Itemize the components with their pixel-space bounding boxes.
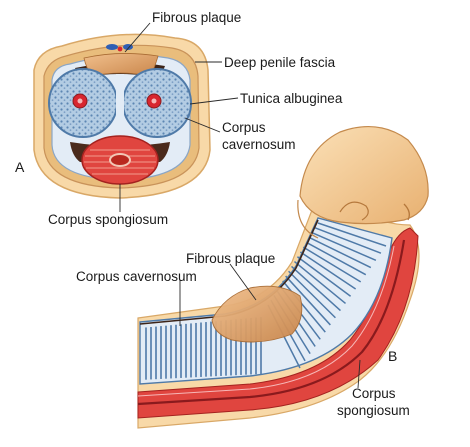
meatus: [403, 203, 410, 221]
striation-line: [311, 231, 377, 262]
dorsal-vessel: [106, 44, 118, 50]
cavernous-artery-lumen: [77, 98, 83, 104]
panel-b-leaders: [179, 263, 361, 389]
lateral-view-diagram: [137, 126, 429, 429]
striation-line: [305, 241, 367, 276]
septum: [116, 74, 124, 136]
glans-fold: [339, 201, 369, 221]
label-fibrous-plaque-b: Fibrous plaque: [186, 251, 275, 266]
label-tunica-albuginea: Tunica albuginea: [240, 91, 343, 106]
panel-letter-a: A: [15, 159, 25, 175]
striation-line: [288, 270, 336, 319]
striation-line: [291, 265, 341, 312]
cross-section-diagram: [33, 33, 211, 199]
corpus-spongiosum-lateral: [137, 227, 419, 419]
panel-a-leaders: [119, 22, 239, 212]
striation-line: [302, 246, 362, 283]
urethra-lateral: [137, 239, 406, 406]
cavernous-artery-lumen: [151, 98, 157, 104]
label-corpus-spongiosum-b-line2: spongiosum: [337, 403, 410, 418]
label-corpus-cavernosum-a-line1: Corpus: [222, 120, 266, 135]
label-corpus-cavernosum-b: Corpus cavernosum: [76, 269, 197, 284]
striation-line: [282, 280, 326, 333]
coronal-rim: [297, 199, 319, 239]
striation-line: [285, 275, 331, 326]
glans: [299, 126, 429, 225]
urethra: [109, 153, 131, 167]
striation-line: [299, 251, 357, 290]
striation-line: [314, 227, 382, 254]
dorsal-vessel: [117, 46, 123, 52]
striation-line: [296, 256, 352, 297]
fibrous-plaque-lateral: [211, 285, 303, 343]
striation-line: [293, 261, 347, 304]
striation-line: [317, 222, 387, 247]
striation-line: [308, 236, 372, 269]
label-corpus-cavernosum-a-line2: cavernosum: [222, 137, 296, 152]
label-corpus-spongiosum-b-line1: Corpus: [352, 386, 396, 401]
label-corpus-spongiosum-a: Corpus spongiosum: [48, 212, 168, 227]
panel-letter-b: B: [388, 348, 397, 364]
spongiosum-highlight: [137, 245, 395, 397]
label-deep-penile-fascia: Deep penile fascia: [224, 55, 336, 70]
label-fibrous-plaque-a: Fibrous plaque: [152, 10, 241, 25]
